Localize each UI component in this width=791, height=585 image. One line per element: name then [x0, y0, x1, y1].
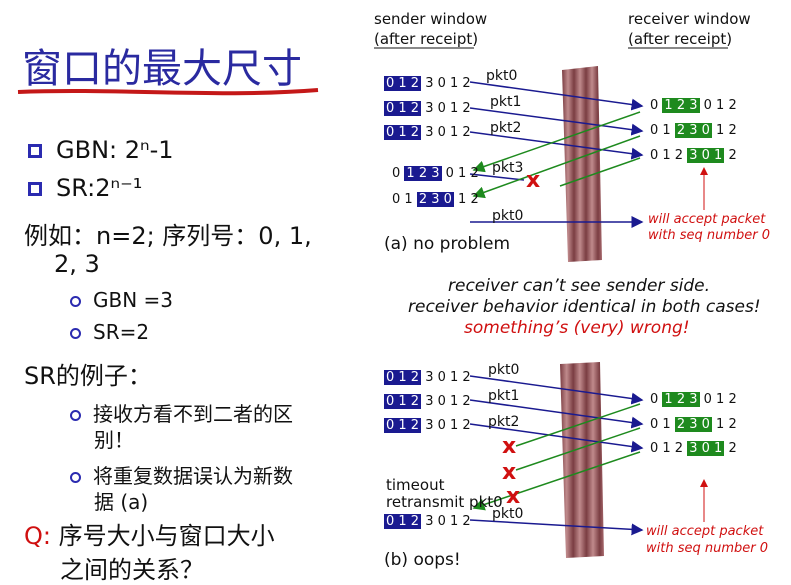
timeout-label: timeout [386, 476, 445, 494]
sender-seq-a2: 0 1 2 3 0 1 2 [384, 101, 471, 116]
sender-seq-a3: 0 1 2 3 0 1 2 [384, 125, 471, 140]
square-bullet-icon [28, 144, 42, 158]
msg-line-3: something’s (very) wrong! [464, 318, 690, 338]
pkt1-label-a: pkt1 [490, 94, 522, 110]
question-line-2: 之间的关系？ [60, 556, 204, 584]
sr-example-heading: SR的例子： [24, 362, 152, 390]
receiver-seq-b1: 0 1 2 3 0 1 2 [650, 392, 737, 407]
pkt0-label-a: pkt0 [486, 68, 518, 84]
pkt2-label-a: pkt2 [490, 120, 522, 136]
circle-bullet-icon [70, 410, 81, 421]
circle-bullet-icon [70, 296, 81, 307]
sender-seq-b2: 0 1 2 3 0 1 2 [384, 394, 471, 409]
retransmit-label: retransmit pkt0 [386, 493, 503, 511]
sub-bullet-point2: 将重复数据误认为新数 [70, 460, 293, 489]
sub-bullet-sr: SR=2 [70, 320, 149, 344]
sender-seq-a4: 0 1 2 3 0 1 2 [392, 166, 479, 181]
slide-title: 窗口的最大尺寸 [22, 46, 302, 92]
sender-seq-a1: 0 1 2 3 0 1 2 [384, 76, 471, 91]
msg-line-2: receiver behavior identical in both case… [408, 297, 761, 317]
pkt1-label-b: pkt1 [488, 388, 520, 404]
sender-seq-a5: 0 1 2 3 0 1 2 [392, 192, 479, 207]
circle-bullet-icon [70, 328, 81, 339]
sub-bullet-point1: 接收方看不到二者的区 [70, 398, 293, 427]
receiver-seq-a1: 0 1 2 3 0 1 2 [650, 98, 737, 113]
will-accept-b2: with seq number 0 [646, 541, 769, 556]
case-b-label: (b) oops! [384, 550, 461, 570]
sub-bullet-point2-cont: 据 (a) [94, 490, 149, 514]
sender-after-receipt: (after receipt) [374, 30, 479, 48]
curtain-b [560, 362, 604, 558]
will-accept-a1: will accept packet [648, 212, 766, 227]
receiver-after-receipt: (after receipt) [628, 30, 733, 48]
pkt0-label-b: pkt0 [488, 362, 520, 378]
receiver-seq-a3: 0 1 2 3 0 1 2 [650, 148, 737, 163]
sender-window-label: sender window [374, 10, 488, 28]
receiver-seq-b3: 0 1 2 3 0 1 2 [650, 441, 737, 456]
example-line-2: 2, 3 [54, 250, 100, 278]
circle-bullet-icon [70, 472, 81, 483]
will-accept-a2: with seq number 0 [648, 228, 771, 243]
msg-line-1: receiver can’t see sender side. [448, 276, 711, 296]
loss-x-icon: x [502, 460, 517, 485]
will-accept-b1: will accept packet [646, 524, 764, 539]
sender-seq-b3: 0 1 2 3 0 1 2 [384, 418, 471, 433]
case-a-label: (a) no problem [384, 234, 511, 254]
sender-seq-b4: 0 1 2 3 0 1 2 [384, 514, 471, 529]
receiver-seq-a2: 0 1 2 3 0 1 2 [650, 123, 737, 138]
curtain-a [562, 66, 602, 262]
pkt0-retransmit-label-b: pkt0 [492, 506, 524, 522]
question-line-1: Q: 序号大小与窗口大小 [24, 522, 275, 550]
example-line-1: 例如：n=2; 序列号：0, 1, [24, 222, 312, 250]
sub-bullet-point1-cont: 别！ [94, 428, 134, 452]
receiver-window-label: receiver window [628, 10, 751, 28]
loss-x-icon: x [526, 168, 541, 193]
pkt3-label-a: pkt3 [492, 160, 524, 176]
bullet-sr: SR:2ⁿ⁻¹ [28, 174, 142, 202]
receiver-seq-b2: 0 1 2 3 0 1 2 [650, 417, 737, 432]
pkt0-resend-label-a: pkt0 [492, 208, 524, 224]
square-bullet-icon [28, 182, 42, 196]
loss-x-icon: x [506, 484, 521, 509]
sender-seq-b1: 0 1 2 3 0 1 2 [384, 370, 471, 385]
pkt2-label-b: pkt2 [488, 414, 520, 430]
sub-bullet-gbn: GBN =3 [70, 288, 173, 312]
bullet-gbn: GBN: 2ⁿ-1 [28, 136, 174, 164]
loss-x-icon: x [502, 434, 517, 459]
